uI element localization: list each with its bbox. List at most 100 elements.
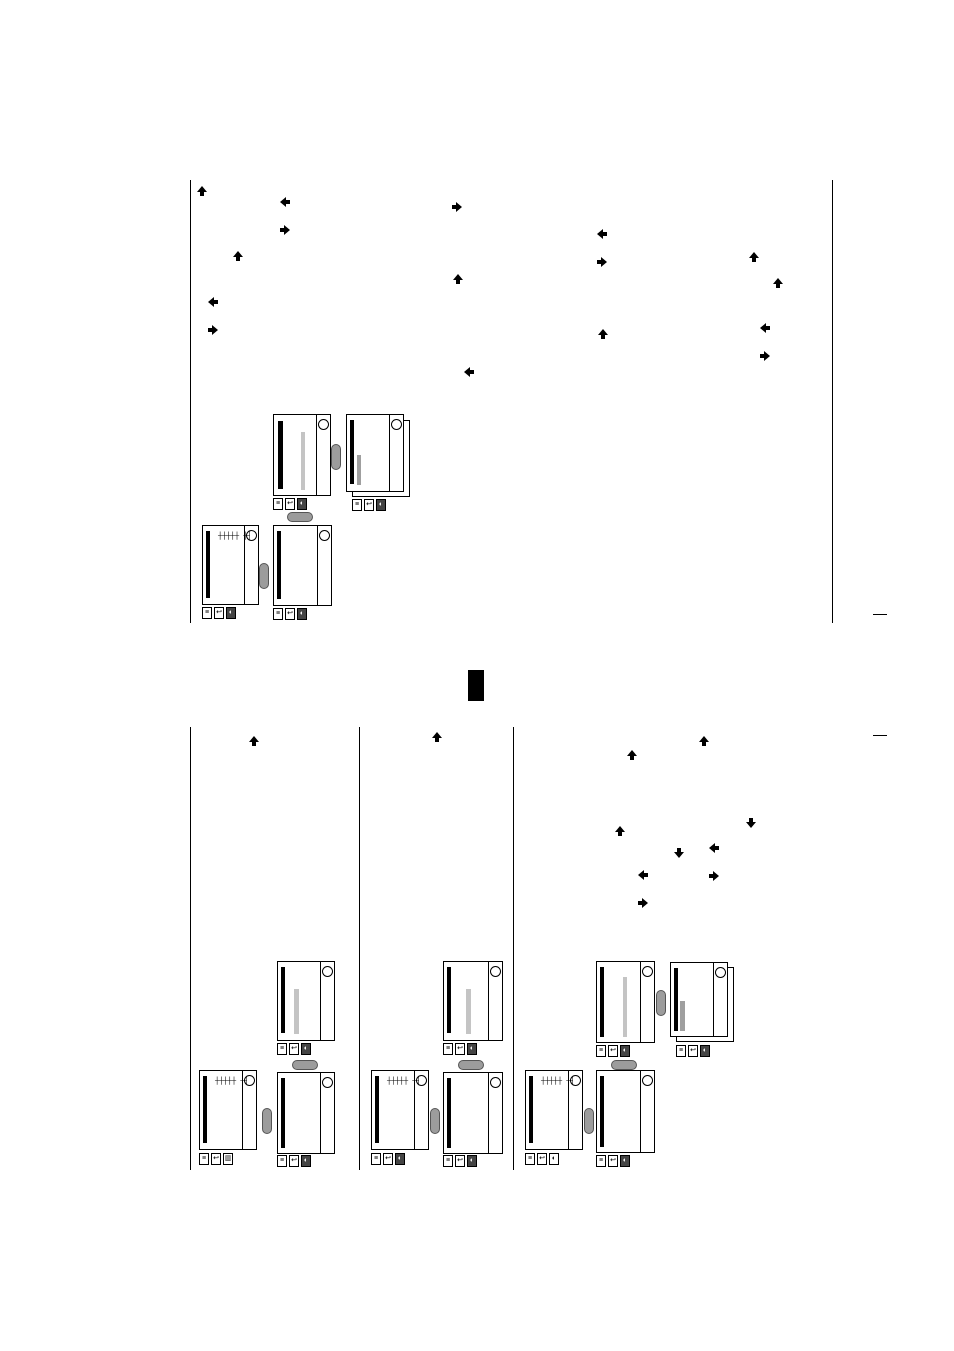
rotary-knob-icon (490, 1077, 501, 1088)
screen-left-bar (281, 967, 285, 1033)
bottom-panel-rule-3 (513, 727, 514, 1170)
return-icon: ↩ (285, 608, 295, 620)
mode-icon: ◐ (700, 1045, 710, 1057)
mode-icon: ◐ (467, 1155, 477, 1167)
tv-screen-stacked (346, 414, 404, 492)
screen-left-bar (600, 1076, 604, 1147)
mode-icon: ◐ (301, 1155, 311, 1167)
screen-side-column (389, 415, 390, 491)
menu-icon: ≡ (352, 499, 362, 511)
arrow-right-icon (708, 870, 720, 882)
rotary-knob-icon (642, 1075, 653, 1086)
rotary-knob-icon (322, 966, 333, 977)
tv-screen-blank (443, 1072, 503, 1154)
mode-icon: ◐ (376, 499, 386, 511)
screen-side-column (488, 962, 489, 1040)
screen-left-bar (375, 1076, 379, 1143)
menu-icon: ≡ (371, 1153, 381, 1165)
tv-screen-slider (596, 961, 655, 1043)
rotary-knob-icon (244, 1075, 255, 1086)
screen-icon-row: ≡↩◐ (596, 1155, 630, 1167)
right-pill-button (430, 1108, 440, 1134)
slider-level-bar (623, 977, 627, 1037)
down-pill-button (458, 1060, 484, 1070)
menu-icon: ≡ (596, 1155, 606, 1167)
rotary-knob-icon (322, 1077, 333, 1088)
right-pill-button (259, 563, 269, 589)
arrow-right-icon (596, 256, 608, 268)
slider-level-bar (301, 432, 305, 490)
rotary-knob-icon (490, 966, 501, 977)
screen-left-bar (281, 1078, 285, 1148)
screen-left-bar (277, 531, 281, 599)
screen-side-column (713, 963, 714, 1036)
return-icon: ↩ (285, 498, 295, 510)
screen-icon-row: ≡↩◐ (371, 1153, 405, 1165)
screen-side-column (242, 1071, 243, 1149)
menu-icon: ≡ (199, 1153, 209, 1165)
rotary-knob-icon (246, 530, 257, 541)
screen-left-bar (350, 420, 354, 484)
screen-icon-row: ≡↩◐ (352, 499, 386, 511)
slider-glyphs: ┼┼┼┼┼ ┼┤ (215, 1077, 249, 1085)
arrow-up-icon (698, 735, 710, 747)
tv-screen-blank (277, 1072, 335, 1154)
menu-icon: ≡ (273, 608, 283, 620)
return-icon: ↩ (455, 1043, 465, 1055)
screen-left-bar (447, 967, 451, 1033)
rotary-knob-icon (715, 967, 726, 978)
arrow-up-icon (196, 185, 208, 197)
return-icon: ↩ (211, 1153, 221, 1165)
menu-icon: ≡ (443, 1155, 453, 1167)
tv-screen-menu-list: ┼┼┼┼┼ ┼┤ (525, 1070, 583, 1150)
mode-icon: ◐ (395, 1153, 405, 1165)
arrow-left-icon (207, 296, 219, 308)
tv-screen-slider (273, 414, 331, 496)
screen-icon-row: ≡↩◐ (277, 1155, 311, 1167)
arrow-right-icon (759, 350, 771, 362)
arrow-left-icon (708, 842, 720, 854)
screen-side-column (568, 1071, 569, 1149)
tv-screen-menu-list: ┼┼┼┼┼ ┼┤ (371, 1070, 429, 1150)
tv-screen-blank (596, 1070, 655, 1153)
margin-mark-bottom (873, 735, 887, 736)
screen-side-column (320, 962, 321, 1040)
arrow-down-icon (673, 847, 685, 859)
return-icon: ↩ (455, 1155, 465, 1167)
screen-side-column (320, 1073, 321, 1153)
screen-side-column (414, 1071, 415, 1149)
mode-icon: ◐ (467, 1043, 477, 1055)
arrow-left-icon (279, 196, 291, 208)
bottom-panel-rule-1 (190, 727, 191, 1170)
arrow-left-icon (759, 322, 771, 334)
rotary-knob-icon (570, 1075, 581, 1086)
screen-left-bar (529, 1076, 533, 1143)
screen-icon-row: ≡↩◐ (273, 608, 307, 620)
rotary-knob-icon (391, 419, 402, 430)
screen-side-column (317, 526, 318, 605)
down-pill-button (611, 1060, 637, 1070)
rotary-knob-icon (642, 966, 653, 977)
tv-screen-stacked (670, 962, 728, 1037)
screen-icon-row: ≡↩◐ (273, 498, 307, 510)
screen-left-bar (447, 1078, 451, 1148)
tv-screen-slider (277, 961, 335, 1041)
tv-screen-menu-list: ┼┼┼┼┼ ┼┤ (202, 525, 259, 605)
arrow-left-icon (463, 366, 475, 378)
screen-side-column (640, 962, 641, 1042)
right-pill-button (656, 990, 666, 1016)
arrow-down-icon (745, 817, 757, 829)
menu-icon: ≡ (202, 607, 212, 619)
mode-icon: ◐ (620, 1155, 630, 1167)
return-icon: ↩ (289, 1155, 299, 1167)
screen-side-column (244, 526, 245, 604)
screen-left-bar (600, 967, 604, 1037)
screen-icon-row: ≡↩◐ (596, 1045, 630, 1057)
screen-side-column (640, 1071, 641, 1152)
margin-mark-top (873, 614, 887, 615)
screen-icon-row: ≡↩◐ (443, 1155, 477, 1167)
arrow-up-icon (452, 273, 464, 285)
mode-icon: ◐ (549, 1153, 559, 1165)
screen-left-bar (206, 531, 210, 598)
arrow-up-icon (431, 731, 443, 743)
